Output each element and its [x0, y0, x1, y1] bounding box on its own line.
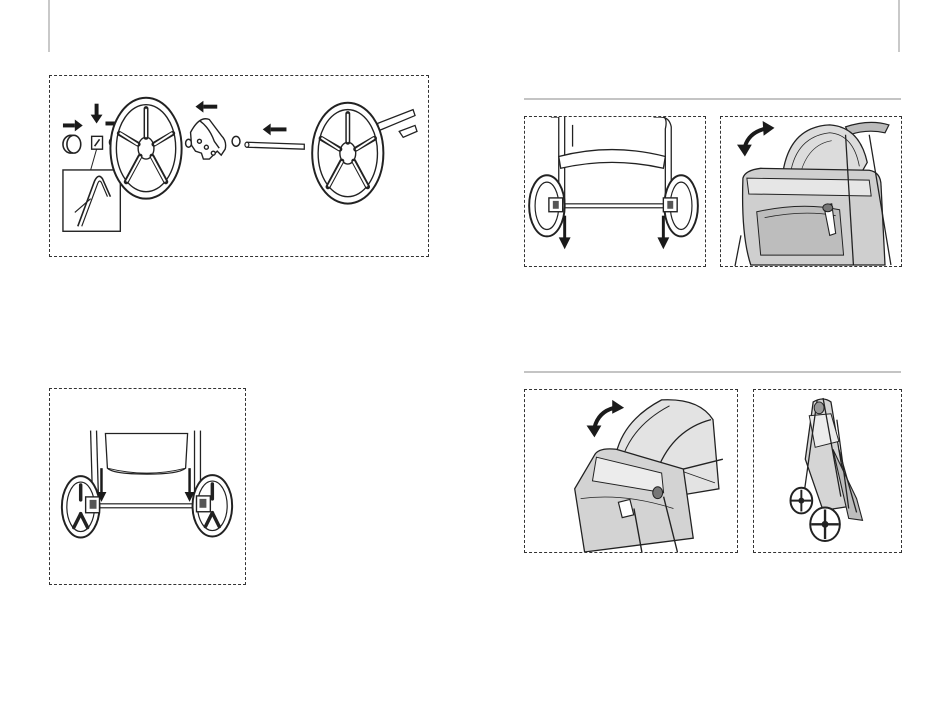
- left-wheel: [110, 98, 181, 199]
- folded-stroller-diagram: [754, 390, 901, 552]
- curved-rotate-arrow-icon: [737, 121, 774, 157]
- storage-basket: [105, 434, 187, 475]
- left-brake-wheel: [529, 175, 565, 236]
- rear-right-wheel: [193, 475, 233, 536]
- rear-wheels-attached-panel: [49, 388, 246, 585]
- right-wheel: [312, 103, 383, 204]
- seat-frame: [559, 150, 666, 169]
- axle-bracket-part: [191, 119, 226, 159]
- arrow-left-icon: [195, 101, 217, 113]
- curved-rotate-arrow-icon: [587, 400, 625, 438]
- left-page-edge: [48, 0, 50, 52]
- rear-wheel-exploded-diagram: [50, 76, 428, 256]
- fold-canopy-panel: [524, 389, 738, 553]
- arrow-right-icon: [63, 120, 83, 132]
- hub-cap-icon: [63, 135, 81, 153]
- arrow-left-icon: [263, 123, 287, 135]
- folded-stroller-panel: [753, 389, 902, 553]
- rear-wheel-exploded-panel: [49, 75, 429, 257]
- section-rule-bottom: [524, 371, 901, 373]
- open-canopy-panel: [720, 116, 902, 267]
- rear-left-wheel: [62, 476, 100, 537]
- right-brake-wheel: [663, 175, 698, 236]
- press-wheel-brakes-diagram: [525, 117, 705, 266]
- fold-canopy-diagram: [525, 390, 737, 552]
- right-page-edge: [898, 0, 900, 52]
- axle-rod: [247, 142, 304, 149]
- press-wheel-brakes-panel: [524, 116, 706, 267]
- folded-rear-wheel: [810, 508, 840, 542]
- section-rule-top: [524, 98, 901, 100]
- folded-front-wheel: [791, 488, 813, 514]
- rear-axle: [88, 504, 205, 508]
- arrow-down-icon: [91, 104, 103, 124]
- stroller-frame: [377, 110, 417, 138]
- rear-wheels-attached-diagram: [50, 389, 245, 584]
- open-canopy-diagram: [721, 117, 901, 266]
